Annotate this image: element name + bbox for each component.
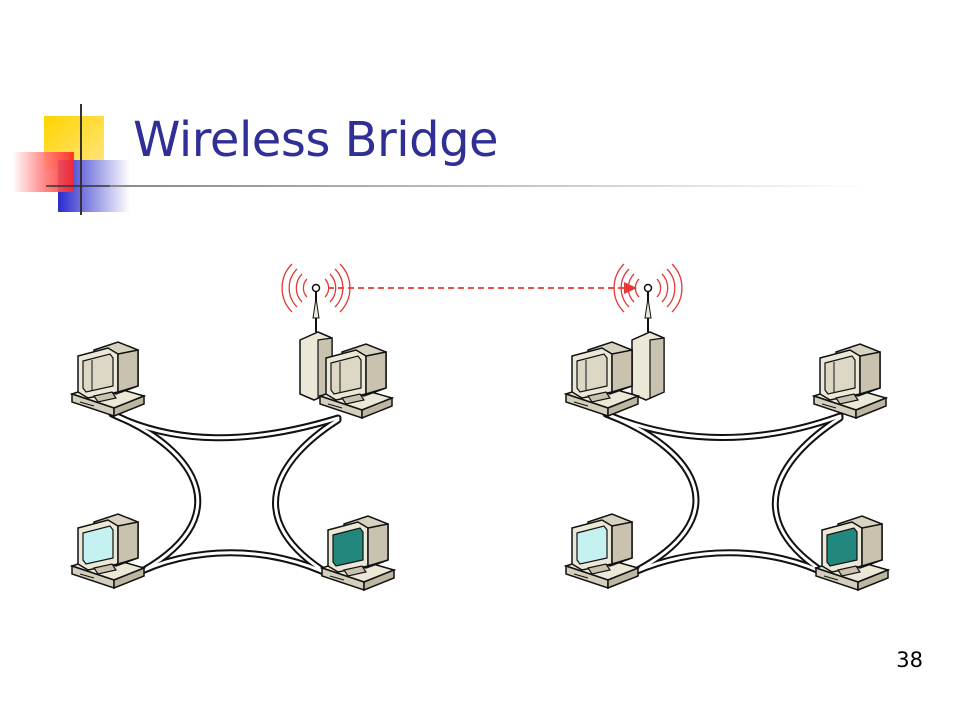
page-title: Wireless Bridge xyxy=(133,112,499,168)
computer-icon xyxy=(813,343,887,419)
title-underline xyxy=(110,185,870,187)
left-cables-inner xyxy=(110,412,340,578)
computer-icon xyxy=(71,513,145,589)
left-network xyxy=(71,283,395,591)
computer-icon xyxy=(815,515,889,591)
title-decoration xyxy=(12,104,870,215)
computer-icon xyxy=(565,513,639,589)
wireless-link-arrow xyxy=(328,282,637,294)
computer-icon xyxy=(71,341,145,417)
antenna-icon xyxy=(631,283,665,401)
page-number: 38 xyxy=(896,648,923,672)
computer-icon xyxy=(565,341,639,417)
computer-icon xyxy=(321,515,395,591)
right-network xyxy=(565,283,889,591)
